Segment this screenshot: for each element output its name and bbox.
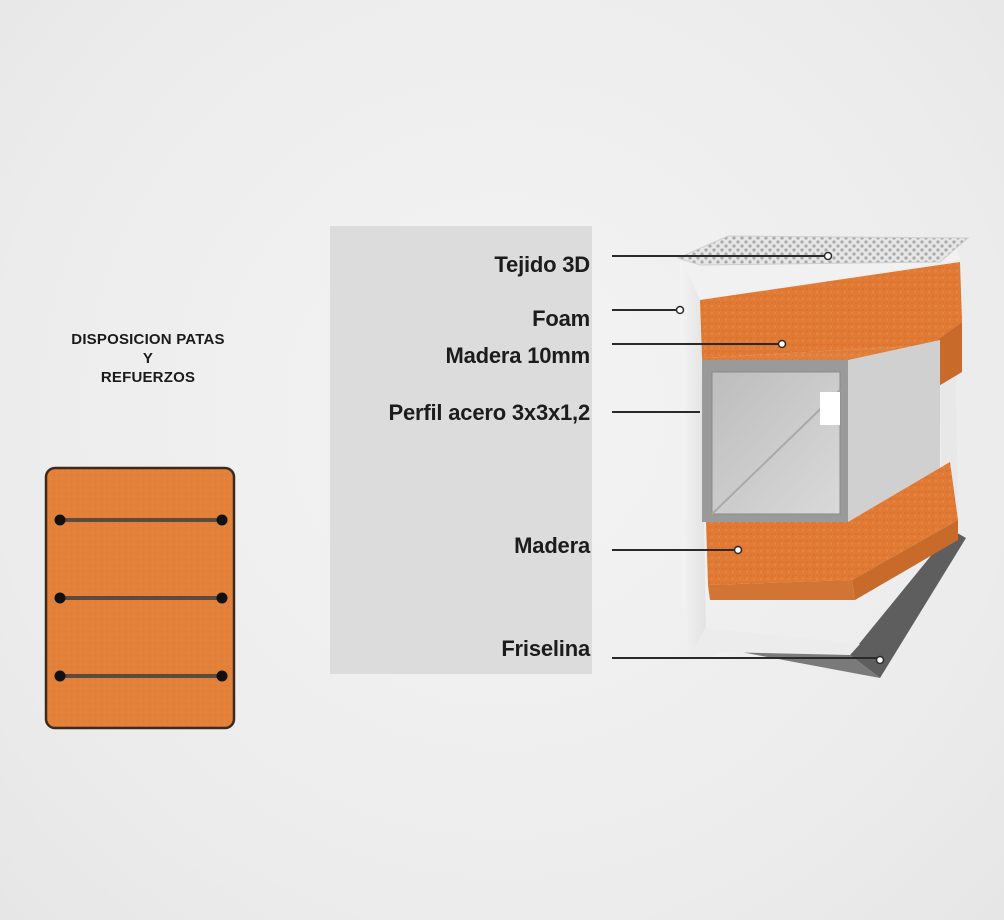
madera-layer [706,462,958,600]
leader-lines [612,255,880,659]
leg-dot [54,592,66,604]
reinforcement-bar-3 [54,670,228,682]
leg-dot [216,592,228,604]
marker-madera-10mm [777,339,787,349]
marker-tejido [823,251,833,261]
marker-foam [675,305,685,315]
plan-title: DISPOSICION PATAS Y REFUERZOS [28,330,268,387]
plan-view-drawing [44,466,236,730]
label-tejido-3d: Tejido 3D [494,252,590,277]
label-foam: Foam [532,306,590,331]
steel-profile [702,340,940,522]
tejido-3d-layer [676,235,970,266]
label-madera-10mm: Madera 10mm [445,343,590,368]
label-madera: Madera [514,533,590,558]
plan-title-line-2: Y [142,350,154,367]
leg-dot [216,514,228,526]
marker-friselina [875,655,885,665]
marker-madera [733,545,743,555]
plan-title-line-3: REFUERZOS [100,369,196,386]
leg-dot [216,670,228,682]
leader-markers [675,251,885,665]
layer-label-panel [330,226,592,674]
leg-dot [54,514,66,526]
reinforcement-bar-1 [54,514,228,526]
label-perfil-acero: Perfil acero 3x3x1,2 [388,400,591,425]
leg-dot [54,670,66,682]
plan-title-line-1: DISPOSICION PATAS [71,331,225,348]
label-friselina: Friselina [501,636,590,661]
reinforcement-bar-2 [54,592,228,604]
